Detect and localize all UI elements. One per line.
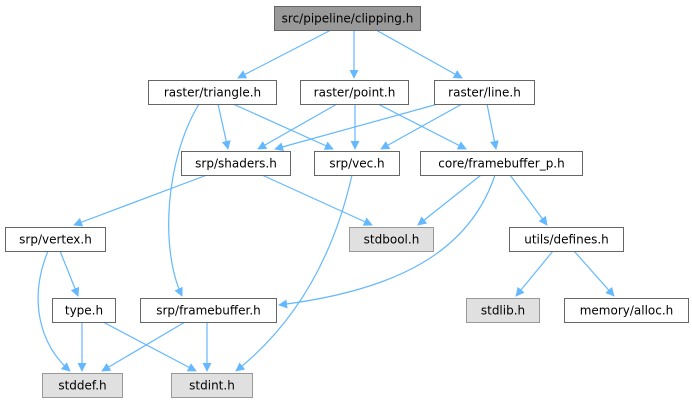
edge-arrow: [168, 103, 200, 297]
edge-arrow: [232, 103, 334, 150]
node-stdlib: stdlib.h: [466, 298, 540, 323]
node-label: raster/point.h: [314, 86, 396, 100]
edge-arrow: [37, 250, 71, 372]
node-box: [140, 298, 277, 323]
edge-framebuffer_p-to-stdbool: [417, 174, 482, 226]
node-stdbool: stdbool.h: [349, 227, 434, 252]
edge-arrow: [237, 29, 332, 79]
node-label: stdlib.h: [481, 304, 525, 318]
edge-triangle-to-shaders: [217, 103, 231, 150]
node-label: srp/framebuffer.h: [156, 304, 261, 318]
node-stdint: stdint.h: [171, 373, 253, 398]
node-label: raster/triangle.h: [164, 86, 261, 100]
node-box: [148, 80, 277, 105]
node-label: stddef.h: [58, 379, 106, 393]
node-box: [5, 227, 106, 252]
node-label: srp/vertex.h: [19, 233, 92, 247]
edge-framebuffer-to-stddef: [101, 321, 186, 372]
node-defines[interactable]: utils/defines.h: [509, 227, 624, 252]
edge-vertex-to-stddef: [37, 250, 71, 372]
edge-arrow: [235, 174, 353, 372]
node-label: srp/vec.h: [329, 157, 384, 171]
node-label: utils/defines.h: [524, 233, 609, 247]
edge-arrow: [73, 174, 208, 227]
edge-line-to-framebuffer_p: [486, 103, 499, 150]
edge-framebuffer_p-to-framebuffer: [278, 174, 496, 309]
node-line[interactable]: raster/line.h: [434, 80, 535, 105]
edge-arrow: [375, 29, 463, 79]
node-box: [564, 298, 689, 323]
node-label: src/pipeline/clipping.h: [282, 12, 414, 26]
node-vec[interactable]: srp/vec.h: [314, 151, 400, 176]
node-label: srp/shaders.h: [195, 157, 277, 171]
node-framebuffer[interactable]: srp/framebuffer.h: [140, 298, 277, 323]
nodes-layer: src/pipeline/clipping.h raster/triangle.h…: [5, 6, 689, 398]
edge-arrow: [274, 103, 439, 152]
node-stddef: stddef.h: [42, 373, 123, 398]
node-box: [349, 227, 434, 252]
edge-arrow: [257, 103, 338, 150]
node-label: raster/line.h: [448, 86, 521, 100]
edge-arrow: [217, 103, 231, 150]
edge-shaders-to-stdbool: [261, 174, 373, 226]
node-box: [314, 151, 400, 176]
node-box: [434, 80, 535, 105]
node-clipping[interactable]: src/pipeline/clipping.h: [274, 6, 421, 31]
node-type[interactable]: type.h: [52, 298, 116, 323]
edge-triangle-to-framebuffer: [168, 103, 200, 297]
node-box: [274, 6, 421, 31]
edge-arrow: [573, 250, 615, 297]
node-label: stdbool.h: [364, 233, 420, 247]
edge-arrow: [515, 250, 554, 297]
edge-line-to-shaders: [274, 103, 439, 152]
edge-arrow: [509, 174, 548, 226]
edge-arrow: [101, 321, 186, 372]
edge-arrow: [380, 103, 463, 150]
edge-clipping-to-triangle: [237, 29, 332, 79]
edges-layer: [37, 29, 615, 372]
node-label: core/framebuffer_p.h: [438, 157, 564, 171]
edge-vec-to-stdint: [235, 174, 353, 372]
node-shaders[interactable]: srp/shaders.h: [181, 151, 291, 176]
node-box: [300, 80, 409, 105]
node-label: stdint.h: [189, 379, 235, 393]
edge-shaders-to-vertex: [73, 174, 208, 227]
node-vertex[interactable]: srp/vertex.h: [5, 227, 106, 252]
edge-arrow: [59, 250, 80, 297]
node-box: [171, 373, 253, 398]
edge-type-to-stdint: [102, 321, 197, 372]
node-box: [42, 373, 123, 398]
edge-defines-to-alloc: [573, 250, 615, 297]
node-label: memory/alloc.h: [580, 304, 674, 318]
edge-line-to-vec: [380, 103, 463, 150]
node-label: type.h: [65, 304, 103, 318]
node-alloc[interactable]: memory/alloc.h: [564, 298, 689, 323]
edge-clipping-to-line: [375, 29, 463, 79]
edge-vertex-to-type: [59, 250, 80, 297]
node-box: [181, 151, 291, 176]
node-triangle[interactable]: raster/triangle.h: [148, 80, 277, 105]
node-box: [509, 227, 624, 252]
edge-defines-to-stdlib: [515, 250, 554, 297]
edge-arrow: [486, 103, 499, 150]
edge-arrow: [278, 174, 496, 309]
node-box: [420, 151, 583, 176]
edge-triangle-to-vec: [232, 103, 334, 150]
node-point[interactable]: raster/point.h: [300, 80, 409, 105]
edge-point-to-shaders: [257, 103, 338, 150]
node-box: [52, 298, 116, 323]
edge-arrow: [417, 174, 482, 226]
node-box: [466, 298, 540, 323]
edge-arrow: [261, 174, 373, 226]
edge-arrow: [102, 321, 197, 372]
edge-framebuffer_p-to-defines: [509, 174, 548, 226]
node-framebuffer_p[interactable]: core/framebuffer_p.h: [420, 151, 583, 176]
